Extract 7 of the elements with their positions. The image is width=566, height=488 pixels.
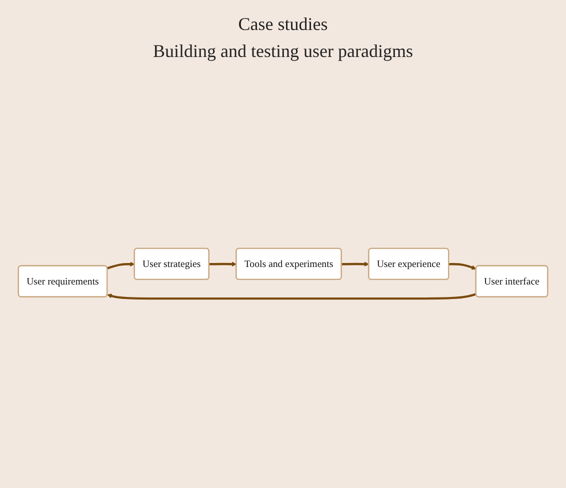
arrow [107, 292, 476, 300]
arrow [209, 261, 237, 266]
arrow [448, 262, 476, 270]
arrow [342, 261, 370, 266]
center-text: Case studies [238, 14, 328, 35]
arrow [106, 261, 135, 269]
center-text: Building and testing user paradigms [153, 41, 413, 62]
